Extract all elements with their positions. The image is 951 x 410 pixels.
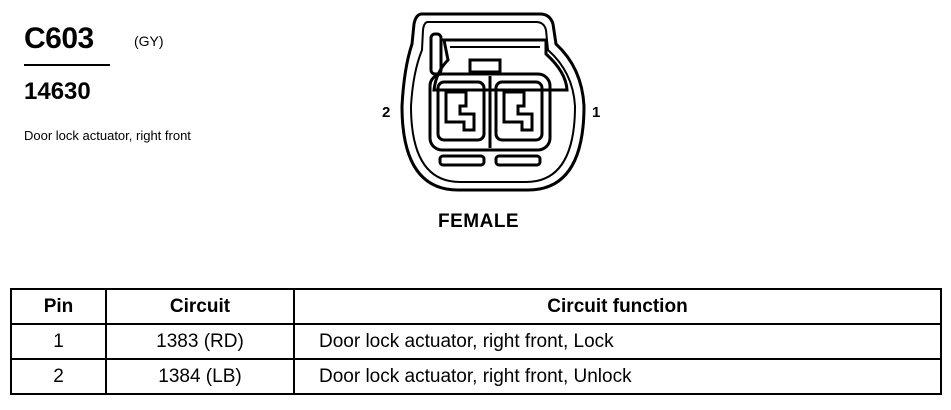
connector-lock-bar xyxy=(432,38,569,92)
table-row: 1 1383 (RD) Door lock actuator, right fr… xyxy=(10,323,942,360)
connector-color-code: (GY) xyxy=(134,33,164,49)
cell-pin: 1 xyxy=(10,323,107,360)
cell-circuit-function: Door lock actuator, right front, Unlock xyxy=(293,358,942,395)
table-header-row: Pin Circuit Circuit function xyxy=(10,288,942,325)
cell-circuit: 1384 (LB) xyxy=(105,358,295,395)
table-row: 2 1384 (LB) Door lock actuator, right fr… xyxy=(10,358,942,395)
pin-1-terminal xyxy=(502,90,534,132)
key-slot-right xyxy=(494,154,542,167)
cell-circuit-function: Door lock actuator, right front, Lock xyxy=(293,323,942,360)
header-circuit: Circuit xyxy=(105,288,295,325)
pin-2-terminal xyxy=(444,90,476,132)
pin-1-cavity xyxy=(494,80,544,142)
pinout-table: Pin Circuit Circuit function 1 1383 (RD)… xyxy=(10,288,942,395)
connector-housing-inner xyxy=(409,21,577,183)
connector-housing-outer xyxy=(400,12,586,192)
connector-id: C603 xyxy=(24,22,94,55)
connector-face-diagram: 2 1 xyxy=(382,12,600,192)
pin-2-cavity xyxy=(436,80,486,142)
connector-latch xyxy=(429,32,443,76)
connector-part-number: 14630 xyxy=(24,78,91,105)
header-circuit-function: Circuit function xyxy=(293,288,942,325)
cell-pin: 2 xyxy=(10,358,107,395)
header-pin: Pin xyxy=(10,288,107,325)
pin-label-2: 2 xyxy=(382,104,390,121)
connector-gender-label: FEMALE xyxy=(438,211,520,232)
pin-label-1: 1 xyxy=(592,104,600,121)
terminal-block xyxy=(428,72,552,152)
connector-id-underline xyxy=(24,64,110,66)
connector-description: Door lock actuator, right front xyxy=(24,128,191,143)
key-slot-left xyxy=(438,154,486,167)
connector-lock-tab xyxy=(468,58,502,74)
cell-circuit: 1383 (RD) xyxy=(105,323,295,360)
